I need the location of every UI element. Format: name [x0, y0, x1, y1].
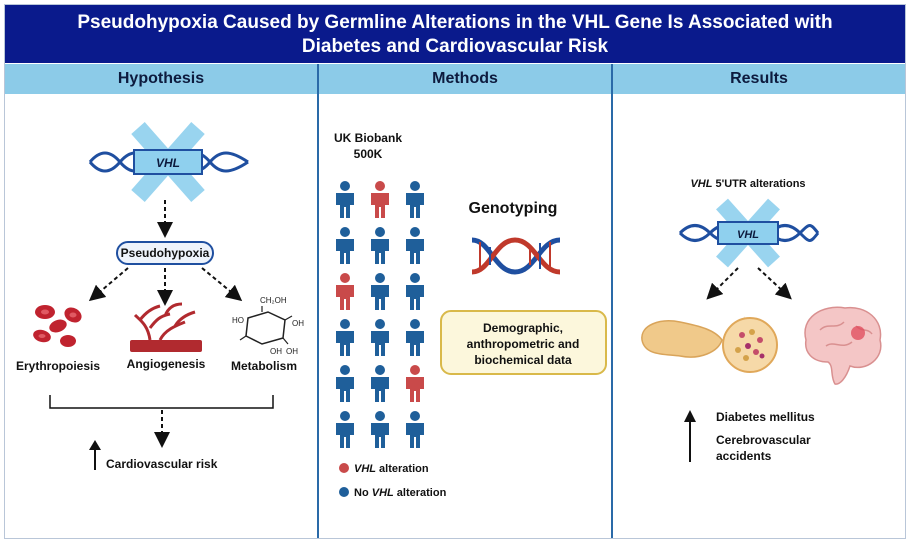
person-icon — [371, 227, 389, 264]
methods-header: Methods — [319, 64, 611, 94]
red-blood-cells-icon — [33, 305, 82, 347]
genotyping-label: Genotyping — [469, 200, 558, 217]
pseudohypoxia-label: Pseudohypoxia — [121, 246, 210, 260]
person-icon — [336, 319, 354, 356]
biobank-line-2: 500K — [354, 147, 383, 161]
erythropoiesis-label: Erythropoiesis — [16, 359, 100, 373]
up-arrow-icon — [89, 440, 101, 470]
results-vhl-dna-icon — [678, 198, 820, 268]
cerebrovascular-line-2: accidents — [716, 449, 772, 463]
glucose-molecule-icon — [239, 306, 293, 345]
legend-red-dot — [339, 463, 349, 473]
person-icon — [336, 411, 354, 448]
person-icon — [336, 273, 354, 310]
hypothesis-gene-label: VHL — [156, 156, 180, 170]
data-box — [440, 310, 607, 375]
legend-blue-dot — [339, 487, 349, 497]
column-divider-right — [611, 64, 613, 538]
person-icon — [406, 181, 424, 218]
brain-icon — [804, 306, 882, 385]
glucose-oh-2: OH — [270, 347, 282, 356]
results-up-arrow-icon — [684, 410, 696, 462]
biobank-line-1: UK Biobank — [334, 131, 402, 145]
legend-no-alteration-label: No VHL alteration — [354, 487, 447, 499]
column-divider-left — [317, 64, 319, 538]
title-line-1: Pseudohypoxia Caused by Germline Alterat… — [77, 12, 833, 33]
people-grid — [336, 181, 424, 448]
person-icon — [336, 227, 354, 264]
person-icon — [336, 181, 354, 218]
person-icon — [406, 227, 424, 264]
person-icon — [406, 365, 424, 402]
person-icon — [371, 365, 389, 402]
vhl-dna-icon — [88, 122, 249, 202]
islet-cells-icon — [722, 316, 778, 373]
person-icon — [371, 411, 389, 448]
person-icon — [371, 273, 389, 310]
person-icon — [406, 273, 424, 310]
data-box-line-3: biochemical data — [474, 353, 572, 367]
utr-alterations-label: VHL 5'UTR alterations — [690, 178, 805, 190]
pseudohypoxia-pill — [116, 241, 214, 265]
person-icon — [406, 411, 424, 448]
arrow-to-metabolism — [201, 267, 243, 302]
blood-vessel-icon — [130, 302, 202, 352]
person-icon — [336, 365, 354, 402]
pancreas-icon — [641, 320, 723, 358]
arrow-to-erythropoiesis — [88, 267, 129, 302]
arrow-to-brain — [757, 267, 792, 300]
glucose-oh-1: OH — [292, 319, 304, 328]
cardiovascular-risk-label: Cardiovascular risk — [106, 457, 218, 471]
metabolism-label: Metabolism — [231, 359, 297, 373]
angiogenesis-label: Angiogenesis — [127, 357, 206, 371]
data-box-line-1: Demographic, — [483, 321, 563, 335]
results-header: Results — [613, 64, 905, 94]
hypothesis-header: Hypothesis — [5, 64, 317, 94]
data-box-line-2: anthropometric and — [467, 337, 580, 351]
double-helix-icon — [471, 237, 561, 275]
glucose-ho: HO — [232, 316, 244, 325]
glucose-oh-3: OH — [286, 347, 298, 356]
bracket — [49, 395, 274, 409]
arrow-to-pancreas — [706, 267, 739, 300]
person-icon — [371, 319, 389, 356]
person-icon — [371, 181, 389, 218]
diabetes-label: Diabetes mellitus — [716, 410, 815, 424]
figure-title: Pseudohypoxia Caused by Germline Alterat… — [5, 5, 905, 63]
cerebrovascular-line-1: Cerebrovascular — [716, 433, 811, 447]
legend-alteration-label: VHL alteration — [354, 463, 429, 475]
results-gene-label: VHL — [737, 229, 759, 241]
title-line-2: Diabetes and Cardiovascular Risk — [301, 36, 609, 57]
person-icon — [406, 319, 424, 356]
glucose-ch2oh: CH₂OH — [260, 296, 287, 305]
